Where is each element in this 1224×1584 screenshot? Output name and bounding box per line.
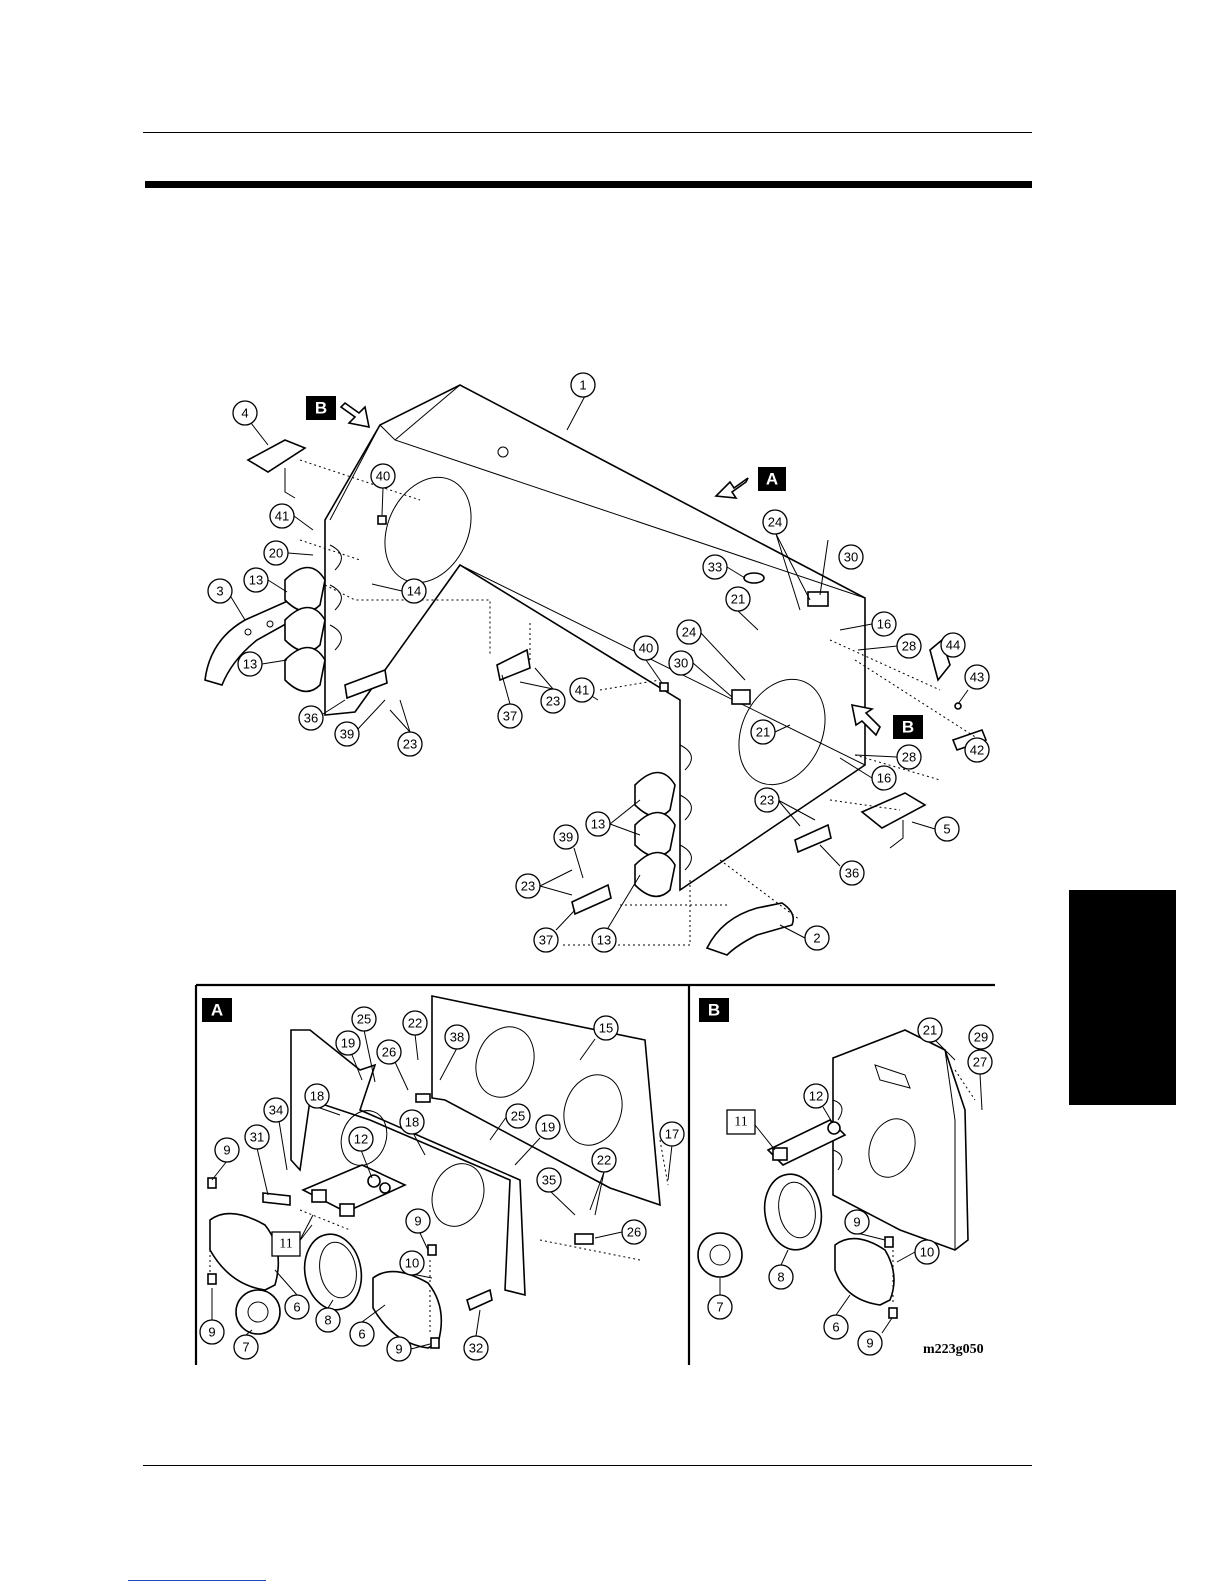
svg-text:15: 15: [599, 1021, 613, 1036]
svg-text:27: 27: [973, 1055, 987, 1070]
svg-text:23: 23: [546, 694, 560, 709]
svg-text:3: 3: [216, 584, 223, 599]
svg-text:10: 10: [405, 1256, 419, 1271]
svg-text:23: 23: [403, 737, 417, 752]
view-b-drawing: [698, 1030, 975, 1318]
svg-text:21: 21: [923, 1023, 937, 1038]
svg-text:12: 12: [809, 1089, 823, 1104]
svg-text:41: 41: [275, 509, 289, 524]
svg-text:20: 20: [269, 546, 283, 561]
svg-text:7: 7: [242, 1340, 249, 1355]
svg-text:37: 37: [539, 933, 553, 948]
svg-text:6: 6: [832, 1320, 839, 1335]
svg-text:8: 8: [777, 1270, 784, 1285]
svg-text:37: 37: [503, 709, 517, 724]
svg-text:13: 13: [243, 657, 257, 672]
svg-text:42: 42: [970, 743, 984, 758]
svg-text:36: 36: [304, 711, 318, 726]
svg-text:34: 34: [269, 1103, 283, 1118]
figure-code: m223g050: [923, 1342, 984, 1358]
svg-text:29: 29: [974, 1030, 988, 1045]
svg-text:40: 40: [639, 641, 653, 656]
svg-text:25: 25: [357, 1012, 371, 1027]
svg-text:18: 18: [310, 1089, 324, 1104]
svg-text:38: 38: [450, 1030, 464, 1045]
svg-text:13: 13: [249, 573, 263, 588]
svg-text:19: 19: [341, 1036, 355, 1051]
svg-text:22: 22: [408, 1016, 422, 1031]
svg-text:26: 26: [627, 1225, 641, 1240]
view-a-box-11: 11: [272, 1215, 313, 1256]
view-tag-a-main: A: [758, 467, 786, 491]
svg-text:18: 18: [405, 1115, 419, 1130]
svg-text:24: 24: [768, 515, 782, 530]
svg-text:36: 36: [845, 866, 859, 881]
svg-text:9: 9: [223, 1143, 230, 1158]
svg-text:8: 8: [324, 1313, 331, 1328]
svg-text:13: 13: [597, 933, 611, 948]
svg-text:9: 9: [208, 1325, 215, 1340]
svg-text:10: 10: [920, 1245, 934, 1260]
view-b-tag: B: [699, 998, 729, 1022]
svg-text:1: 1: [579, 378, 586, 393]
svg-text:2: 2: [813, 931, 820, 946]
svg-text:41: 41: [575, 683, 589, 698]
svg-text:32: 32: [469, 1341, 483, 1356]
svg-text:9: 9: [853, 1215, 860, 1230]
svg-text:30: 30: [844, 550, 858, 565]
svg-text:14: 14: [407, 584, 421, 599]
svg-text:16: 16: [877, 617, 891, 632]
view-tag-b-top: B: [306, 396, 336, 420]
svg-text:26: 26: [382, 1045, 396, 1060]
view-a-tag: A: [202, 998, 232, 1022]
svg-text:5: 5: [943, 822, 950, 837]
view-b-box-11: 11: [727, 1110, 775, 1150]
svg-text:19: 19: [541, 1120, 555, 1135]
svg-text:28: 28: [902, 750, 916, 765]
arrow-a-main: [716, 478, 748, 498]
svg-text:6: 6: [293, 1300, 300, 1315]
svg-text:B: B: [902, 718, 914, 737]
svg-text:22: 22: [597, 1153, 611, 1168]
svg-text:11: 11: [734, 1115, 747, 1130]
svg-text:13: 13: [591, 817, 605, 832]
svg-text:9: 9: [866, 1336, 873, 1351]
svg-text:21: 21: [731, 592, 745, 607]
view-a-drawing: [208, 996, 668, 1348]
svg-text:B: B: [315, 399, 327, 418]
svg-text:23: 23: [760, 793, 774, 808]
svg-text:43: 43: [970, 670, 984, 685]
svg-text:33: 33: [708, 560, 722, 575]
svg-text:7: 7: [716, 1300, 723, 1315]
svg-text:B: B: [708, 1001, 720, 1020]
svg-text:9: 9: [414, 1214, 421, 1229]
view-tag-b-right: B: [893, 715, 923, 739]
svg-text:39: 39: [559, 830, 573, 845]
svg-text:31: 31: [250, 1130, 264, 1145]
svg-text:16: 16: [877, 771, 891, 786]
svg-text:A: A: [211, 1001, 223, 1020]
arrow-b-top: [341, 403, 369, 427]
svg-text:23: 23: [521, 879, 535, 894]
svg-text:4: 4: [241, 406, 248, 421]
svg-text:35: 35: [542, 1173, 556, 1188]
svg-text:30: 30: [674, 656, 688, 671]
svg-text:21: 21: [756, 725, 770, 740]
svg-text:24: 24: [682, 625, 696, 640]
svg-text:6: 6: [358, 1327, 365, 1342]
svg-text:11: 11: [279, 1237, 292, 1252]
svg-text:39: 39: [340, 727, 354, 742]
svg-text:9: 9: [395, 1342, 402, 1357]
svg-text:12: 12: [354, 1132, 368, 1147]
svg-text:A: A: [766, 470, 778, 489]
svg-text:28: 28: [902, 639, 916, 654]
svg-text:40: 40: [376, 469, 390, 484]
svg-text:17: 17: [665, 1127, 679, 1142]
svg-text:25: 25: [511, 1109, 525, 1124]
svg-text:44: 44: [946, 638, 960, 653]
